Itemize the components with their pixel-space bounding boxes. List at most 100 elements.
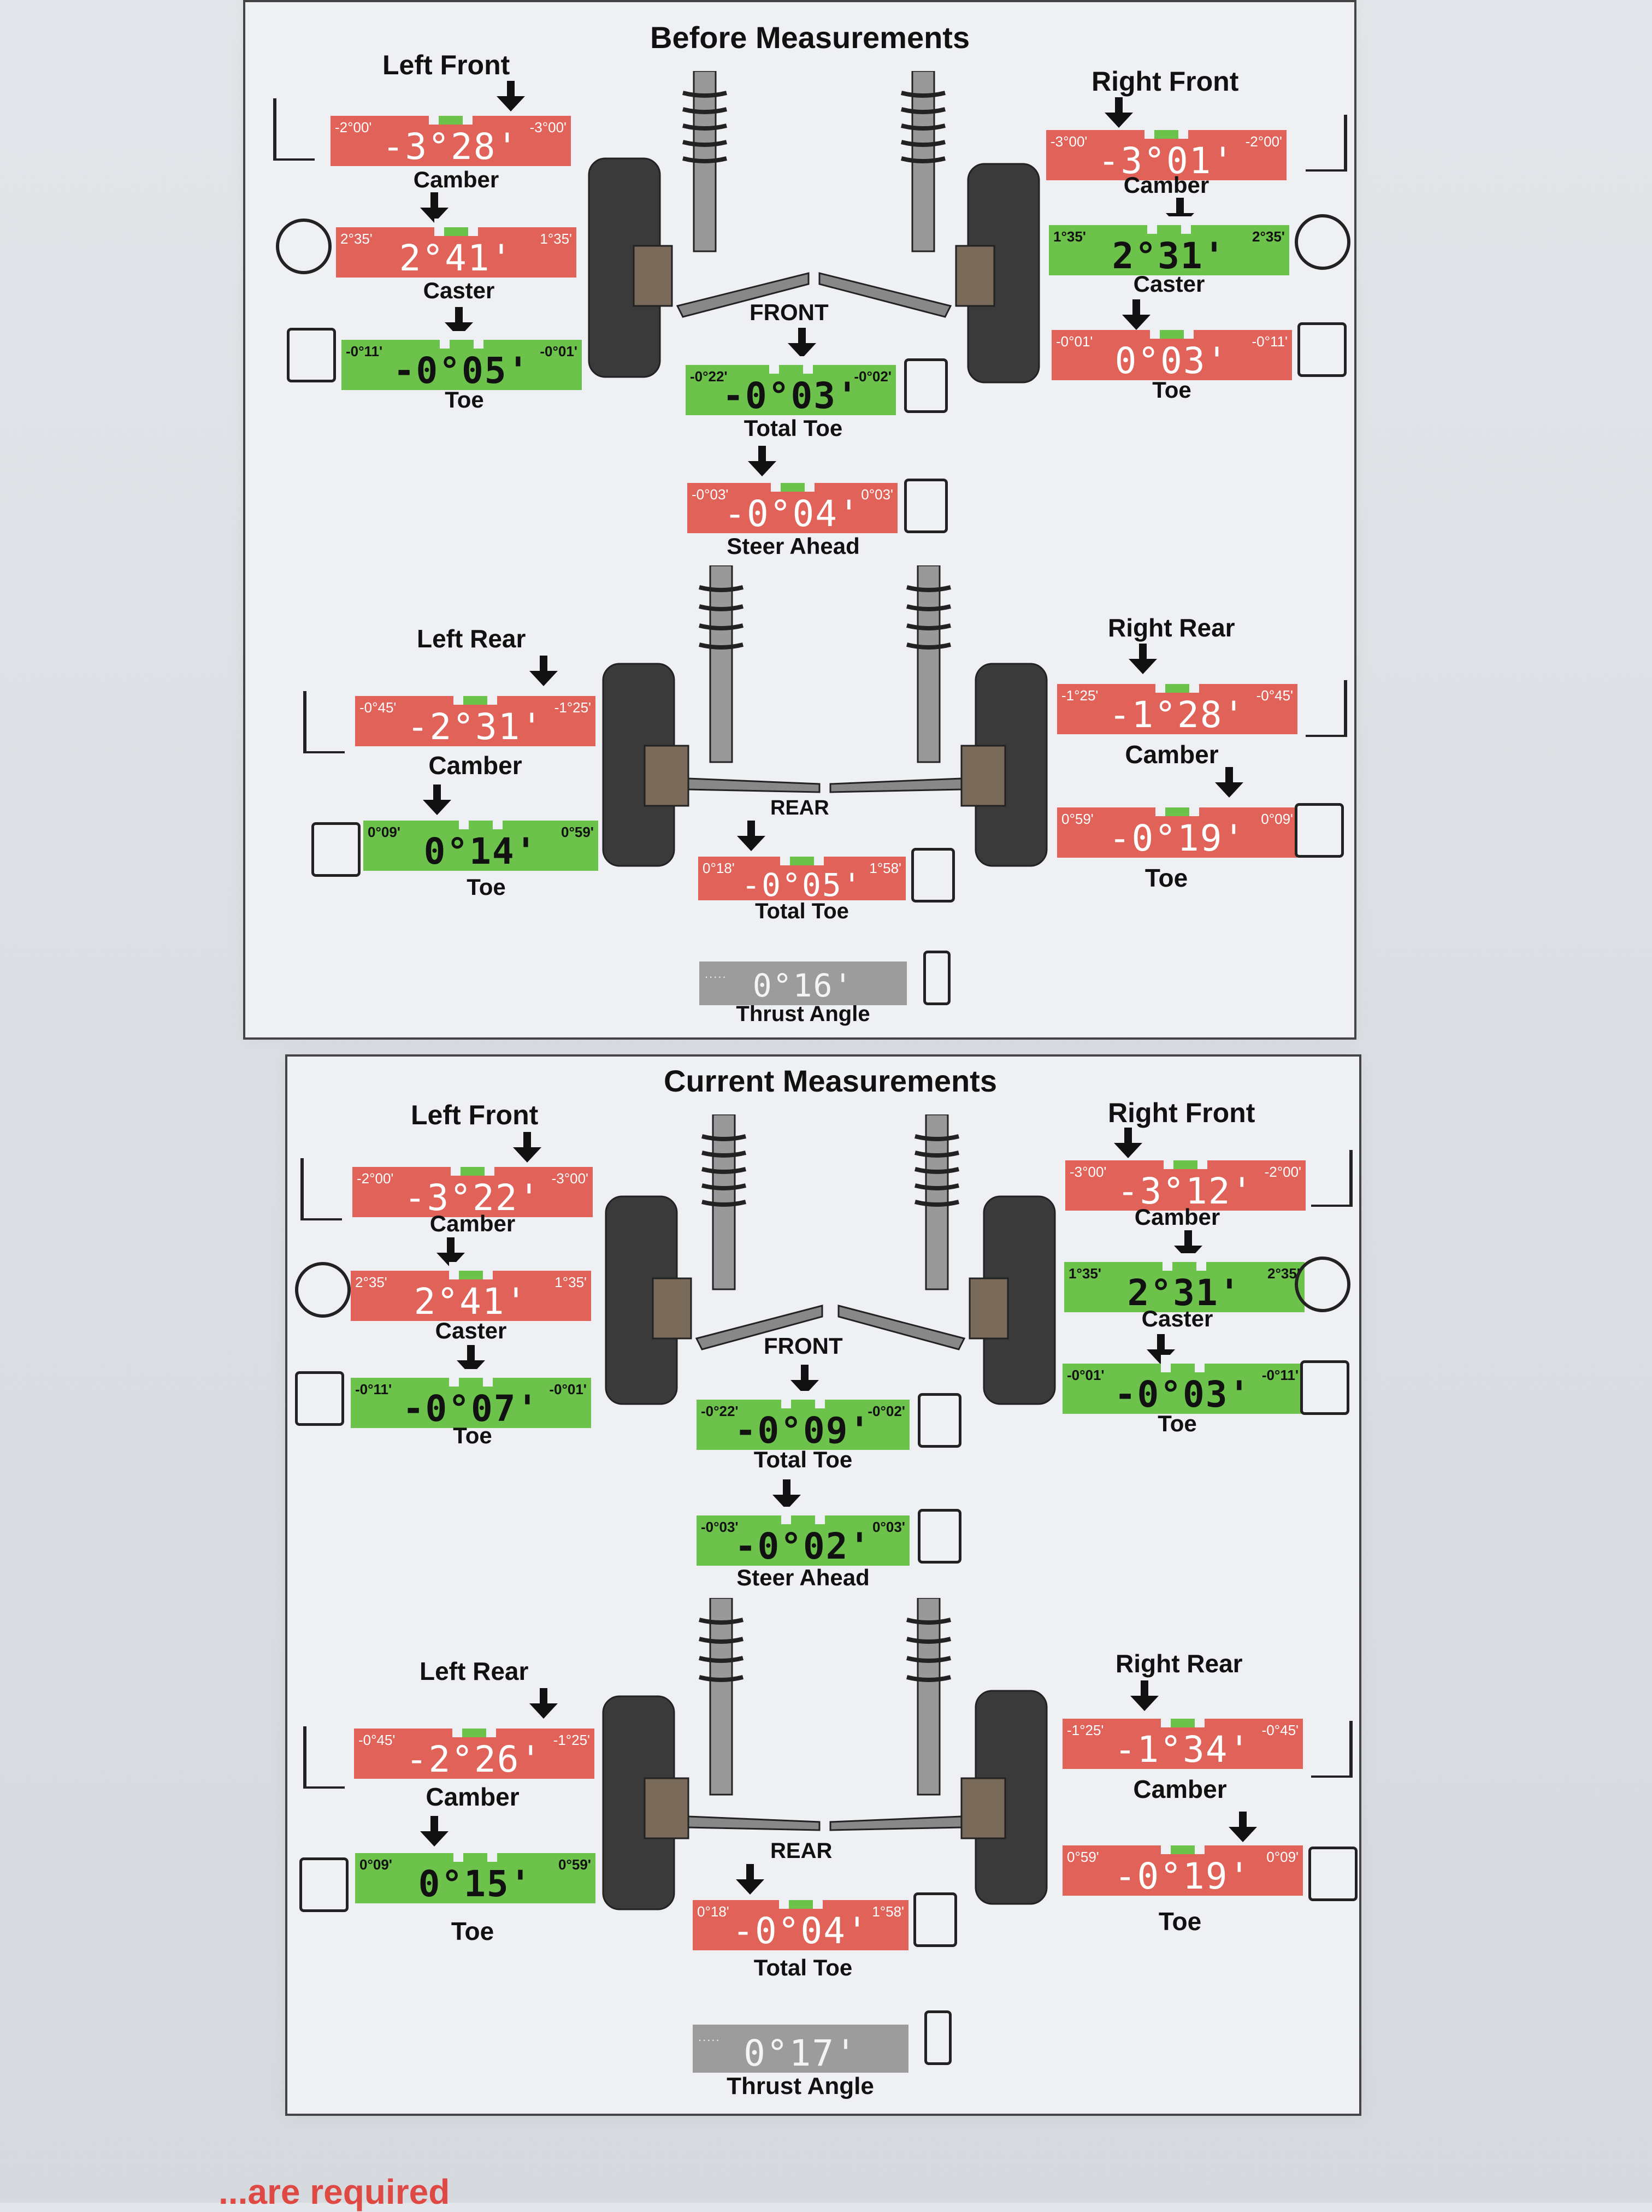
- thrust-angle-gauge: ..... 0°16': [699, 953, 907, 1005]
- rf-camber-gauge: -3°00' -2°00' -3°12': [1065, 1152, 1306, 1212]
- lf-camber-value: -3°28': [382, 126, 520, 168]
- lf-toe-value: -0°07': [402, 1388, 540, 1430]
- lr-toe-caption: Toe: [467, 874, 506, 900]
- lf-camber-value: -3°22': [404, 1177, 541, 1219]
- steer-ahead-caption: Steer Ahead: [727, 533, 860, 559]
- lf-toe-value: -0°05': [393, 350, 530, 392]
- camber-wheel-icon: [300, 1158, 342, 1220]
- lr-camber-gauge: -0°45' -1°25' -2°26': [354, 1720, 594, 1780]
- front-total-toe-value: -0°09': [734, 1409, 872, 1452]
- rear-total-toe-caption: Total Toe: [755, 899, 849, 923]
- rr-toe-value: -0°19': [1108, 817, 1246, 859]
- rear-suspension-illustration: [602, 1598, 1048, 1910]
- lf-caster-value: 2°41': [414, 1281, 528, 1323]
- camber-wheel-icon: [1306, 115, 1347, 172]
- rf-caster-gauge: 1°35' 2°35' 2°31': [1064, 1253, 1305, 1314]
- thrust-angle-value: 0°16': [752, 967, 854, 1004]
- toe-wheel-icon: [299, 1857, 349, 1912]
- lf-camber-caption: Camber: [413, 167, 499, 192]
- rf-toe-gauge: -0°01' -0°11' -0°03': [1063, 1355, 1303, 1415]
- rear-total-toe-gauge: 0°18' 1°58' -0°04': [693, 1891, 908, 1952]
- toe-wheel-icon: [1297, 322, 1347, 377]
- lf-camber-gauge: -2°00' -3°00' -3°28': [331, 107, 571, 168]
- steer-ahead-gauge: -0°03' 0°03' -0°02': [697, 1507, 910, 1567]
- rear-axle-label: REAR: [770, 797, 829, 819]
- toe-wheel-icon: [287, 328, 336, 382]
- rf-camber-caption: Camber: [1134, 1204, 1220, 1230]
- rf-caster-caption: Caster: [1141, 1306, 1213, 1331]
- rr-camber-caption: Camber: [1125, 740, 1219, 769]
- left-front-label: Left Front: [411, 1100, 539, 1130]
- right-rear-label: Right Rear: [1108, 614, 1235, 642]
- rf-camber-value: -3°01': [1098, 140, 1235, 182]
- rear-total-toe-caption: Total Toe: [753, 1955, 853, 1980]
- rr-camber-value: -1°34': [1114, 1729, 1252, 1771]
- camber-wheel-icon: [273, 98, 315, 161]
- rr-toe-caption: Toe: [1158, 1907, 1202, 1936]
- front-total-toe-caption: Total Toe: [753, 1447, 853, 1472]
- front-axle-label: FRONT: [750, 299, 829, 325]
- lr-camber-value: -2°26': [405, 1738, 543, 1780]
- lf-toe-gauge: -0°11' -0°01' -0°07': [351, 1369, 591, 1430]
- rf-toe-caption: Toe: [1152, 377, 1191, 403]
- rear-total-toe-value: -0°05': [741, 866, 863, 904]
- thrust-angle-value: 0°17': [744, 2032, 858, 2074]
- front-axle-label: FRONT: [764, 1333, 843, 1359]
- toe-wheel-icon: [1308, 1847, 1358, 1901]
- caster-wheel-icon: [1295, 1257, 1350, 1312]
- thrust-angle-gauge: ..... 0°17': [693, 2016, 908, 2074]
- total-toe-car-icon: [904, 358, 948, 413]
- lf-caster-caption: Caster: [423, 278, 495, 303]
- right-front-label: Right Front: [1108, 1098, 1255, 1128]
- lr-camber-caption: Camber: [426, 1783, 520, 1811]
- rear-total-toe-value: -0°04': [732, 1910, 869, 1952]
- lf-caster-gauge: 2°35' 1°35' 2°41': [336, 219, 576, 279]
- front-suspension-illustration: [605, 1114, 1056, 1405]
- rear-axle-label: REAR: [770, 1839, 833, 1863]
- rf-caster-value: 2°31': [1112, 235, 1226, 277]
- lf-toe-caption: Toe: [445, 387, 484, 412]
- lf-caster-value: 2°41': [399, 237, 514, 279]
- steer-ahead-value: -0°04': [724, 493, 861, 535]
- rr-toe-gauge: 0°59' 0°09' -0°19': [1063, 1837, 1303, 1897]
- rear-total-toe-gauge: 0°18' 1°58' -0°05': [698, 848, 906, 904]
- section-title-before: Before Measurements: [650, 20, 970, 55]
- front-suspension-illustration: [588, 71, 1040, 384]
- rf-camber-gauge: -3°00' -2°00' -3°01': [1046, 121, 1287, 182]
- lr-toe-value: 0°15': [418, 1863, 533, 1905]
- camber-wheel-icon: [1306, 680, 1347, 737]
- rr-camber-gauge: -1°25' -0°45' -1°28': [1057, 675, 1297, 736]
- thrust-angle-car-icon: [924, 2010, 952, 2065]
- rr-toe-gauge: 0°59' 0°09' -0°19': [1057, 799, 1297, 859]
- camber-wheel-icon: [303, 1726, 345, 1789]
- total-toe-car-icon: [918, 1393, 961, 1448]
- rr-camber-gauge: -1°25' -0°45' -1°34': [1063, 1710, 1303, 1771]
- thrust-angle-caption: Thrust Angle: [727, 2073, 874, 2099]
- left-rear-label: Left Rear: [417, 624, 526, 653]
- lr-toe-gauge: 0°09' 0°59' 0°14': [363, 812, 598, 872]
- front-total-toe-caption: Total Toe: [744, 415, 843, 441]
- lr-camber-gauge: -0°45' -1°25' -2°31': [355, 687, 595, 748]
- camber-wheel-icon: [1311, 1721, 1353, 1778]
- lf-toe-gauge: -0°11' -0°01' -0°05': [341, 331, 582, 392]
- left-rear-label: Left Rear: [420, 1657, 529, 1685]
- lf-toe-caption: Toe: [453, 1423, 492, 1448]
- caster-wheel-icon: [1295, 214, 1350, 270]
- rf-toe-gauge: -0°01' -0°11' 0°03': [1052, 321, 1292, 382]
- toe-wheel-icon: [1300, 1360, 1349, 1415]
- lf-camber-gauge: -2°00' -3°00' -3°22': [352, 1158, 593, 1219]
- lf-caster-gauge: 2°35' 1°35' 2°41': [351, 1262, 591, 1323]
- front-total-toe-value: -0°03': [722, 375, 859, 417]
- toe-wheel-icon: [1295, 803, 1344, 858]
- lf-caster-caption: Caster: [435, 1318, 507, 1343]
- rr-camber-caption: Camber: [1133, 1775, 1227, 1803]
- rf-toe-caption: Toe: [1158, 1411, 1197, 1436]
- lr-toe-value: 0°14': [423, 830, 538, 872]
- rf-camber-caption: Camber: [1123, 172, 1210, 198]
- rf-toe-value: -0°03': [1114, 1373, 1252, 1415]
- front-total-toe-gauge: -0°22' -0°02' -0°09': [697, 1391, 910, 1452]
- total-toe-car-icon: [911, 848, 955, 903]
- footer-text-fragment: ...are required: [219, 2172, 450, 2211]
- lf-camber-caption: Camber: [429, 1211, 516, 1236]
- steer-ahead-gauge: -0°03' 0°03' -0°04': [687, 474, 898, 535]
